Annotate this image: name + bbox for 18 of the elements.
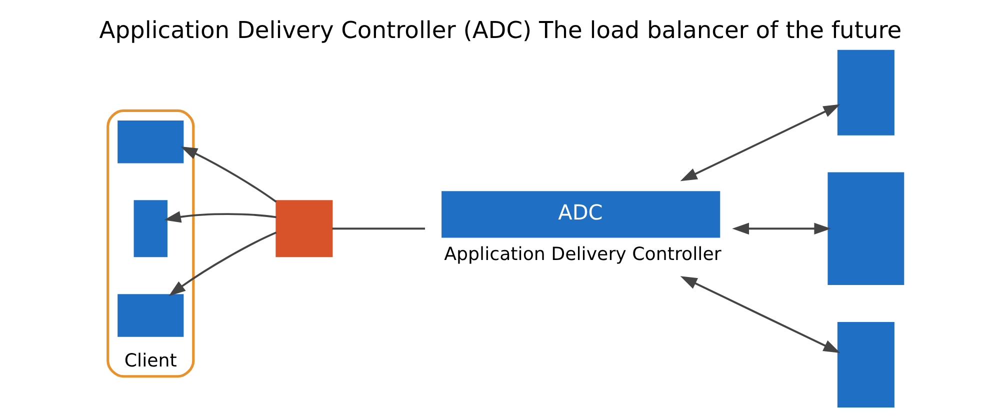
node-box: [117, 120, 184, 163]
connector: [332, 227, 425, 230]
node-box: [117, 294, 184, 336]
node-box: [836, 321, 894, 407]
cluster: Client: [106, 108, 194, 378]
node-box: [133, 200, 167, 257]
diagram-title: Application Delivery Controller (ADC) The load balancer of the future: [98, 16, 902, 44]
node-box: [275, 200, 332, 257]
node-label: Application Delivery Controller: [444, 244, 721, 264]
arrow: [680, 276, 840, 352]
node-box: ADC: [441, 190, 720, 238]
arrow: [732, 222, 831, 234]
arrow: [180, 146, 276, 202]
arrow: [680, 104, 840, 181]
arrow: [168, 231, 276, 296]
node-box: [827, 172, 904, 284]
arrow: [164, 210, 276, 222]
node-box: [836, 49, 894, 135]
